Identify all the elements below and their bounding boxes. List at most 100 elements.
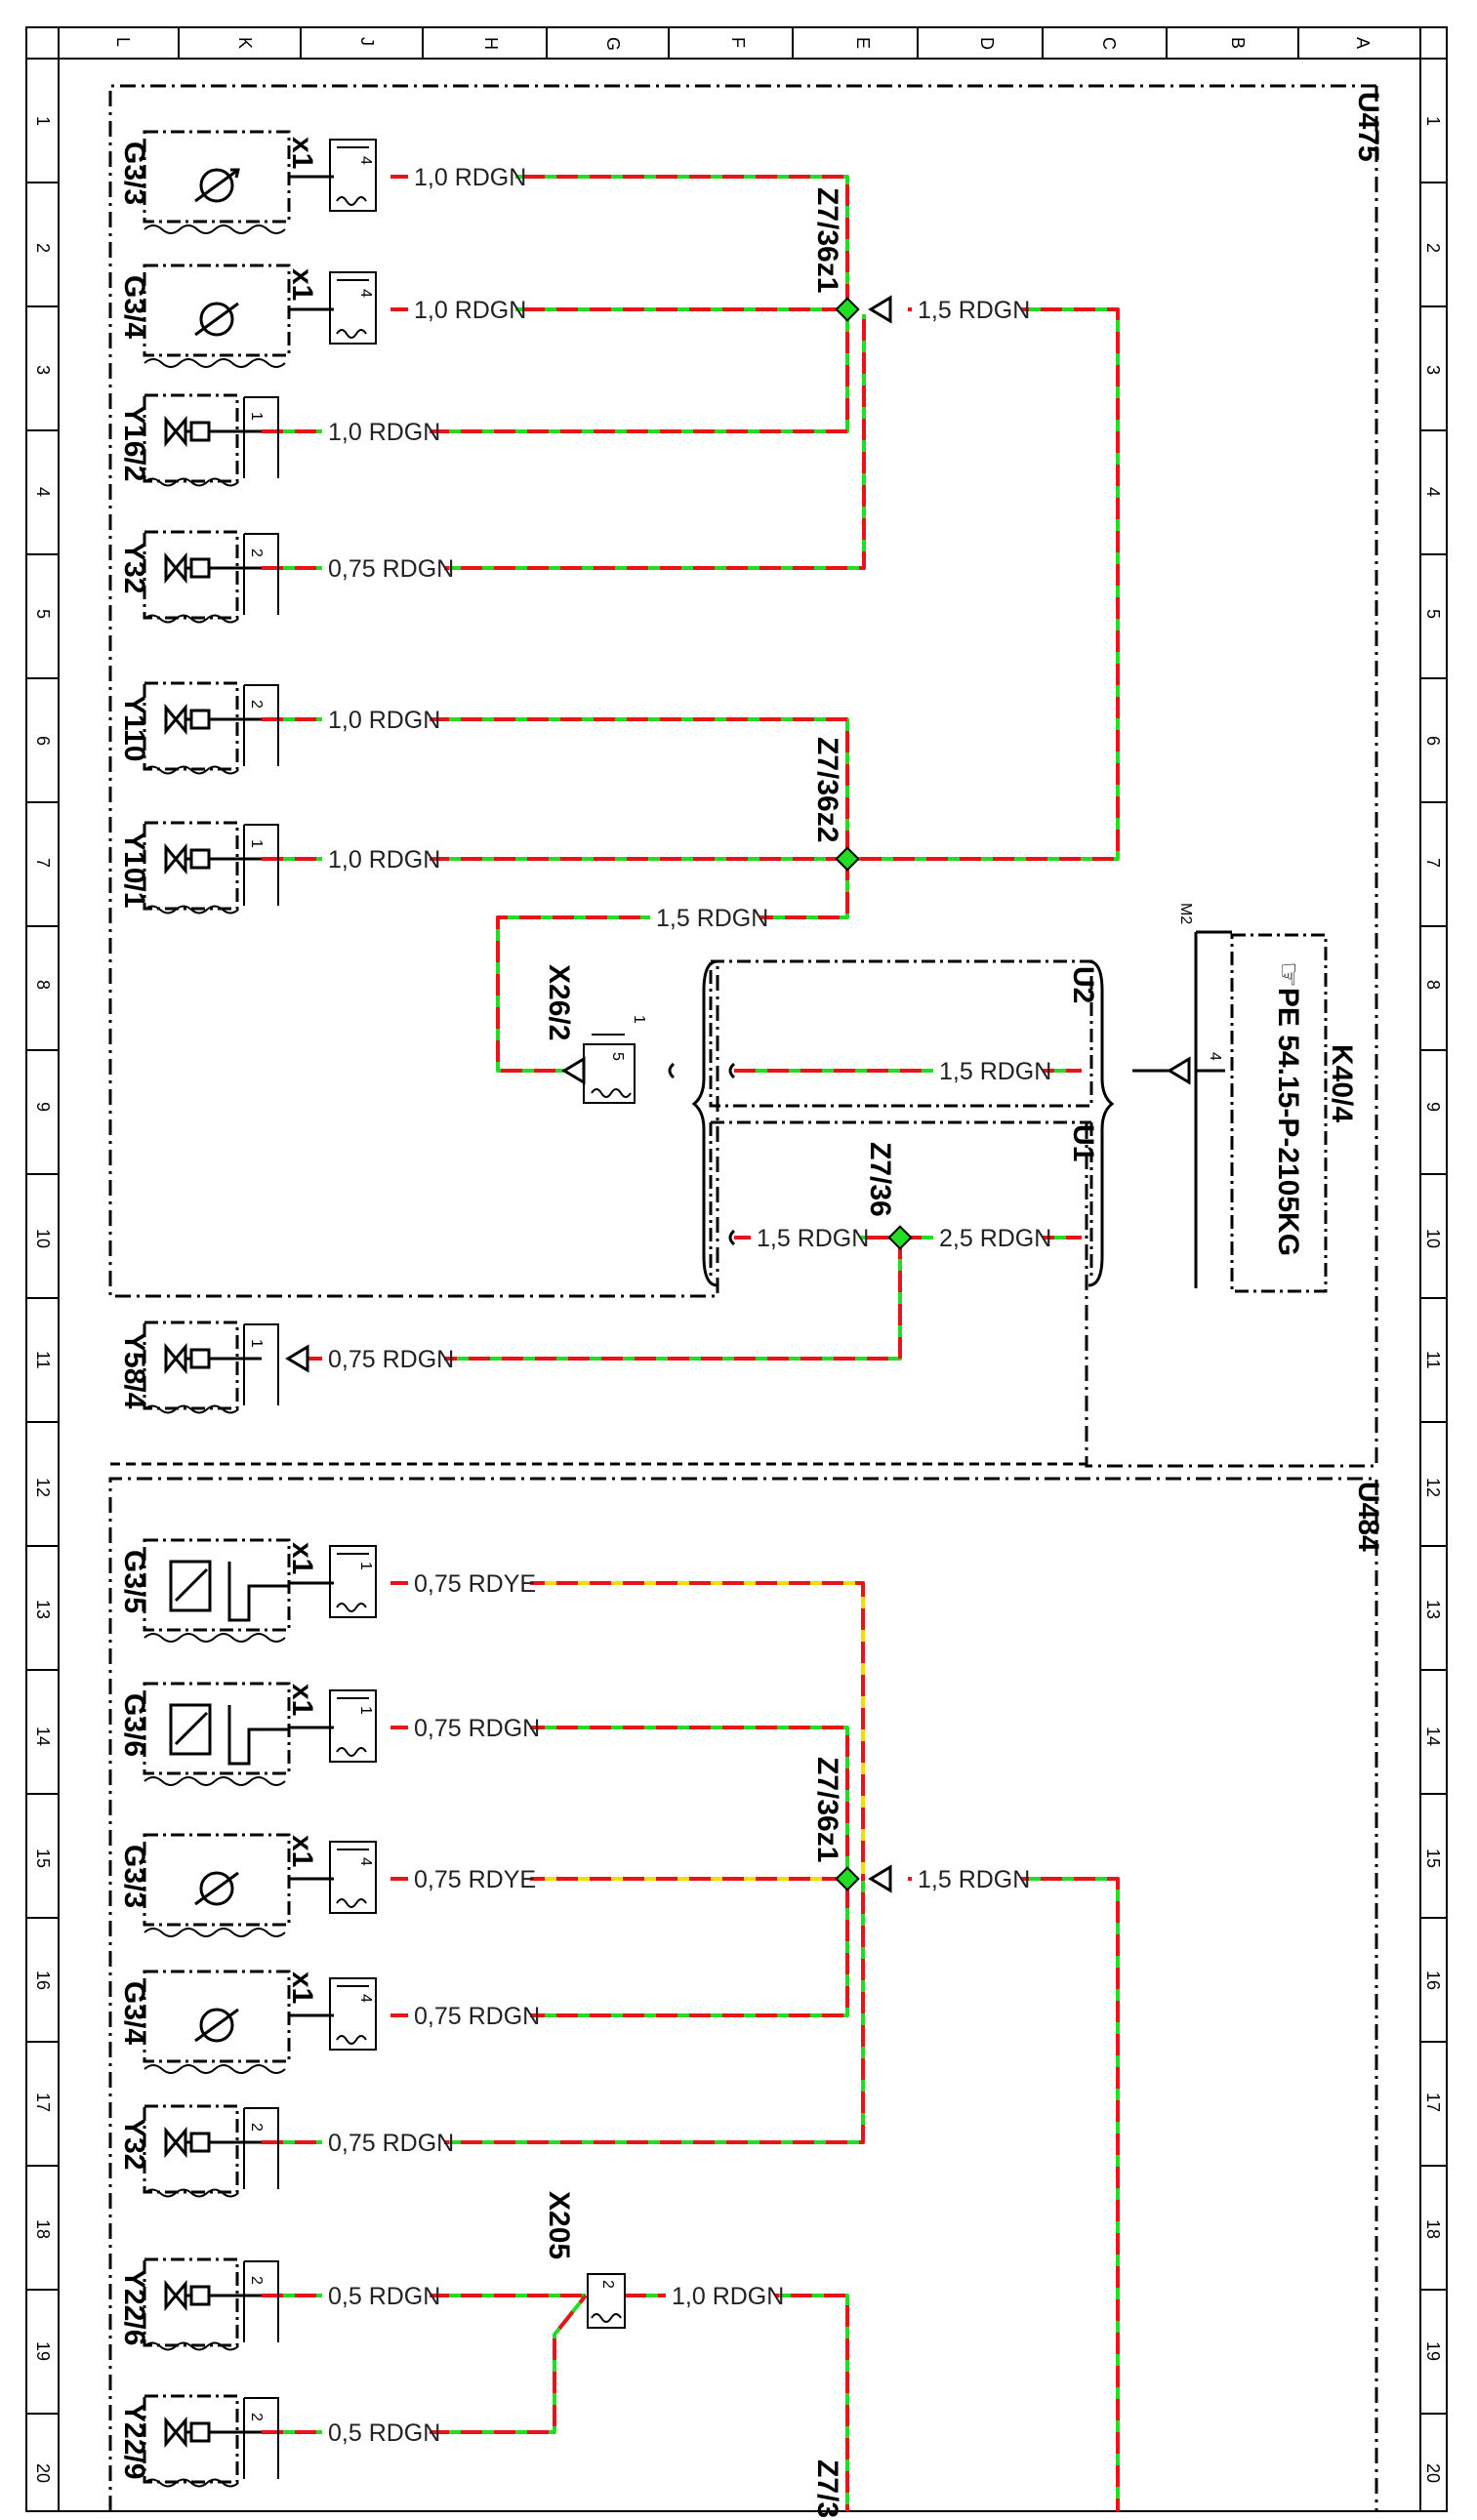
row-label-right: 7 [1423, 858, 1443, 868]
row-label-right: 10 [1423, 1229, 1443, 1248]
row-label-left: 10 [33, 1229, 53, 1248]
wire-label: 0,5 RDGN [328, 2419, 440, 2447]
wire-label: 0,75 RDGN [328, 1346, 454, 1373]
u-boxes [709, 933, 1328, 1293]
pin-number: 1 [357, 1562, 374, 1570]
row-label-right: 15 [1423, 1849, 1443, 1868]
component-label: Y58/4 [118, 1332, 150, 1409]
connector-housings [329, 139, 377, 2051]
wire-label: 1,5 RDGN [918, 1866, 1030, 1893]
column-label: L [113, 37, 133, 47]
column-label: F [728, 37, 748, 48]
row-label-left: 6 [33, 736, 53, 746]
sensor-g33-bottom [143, 1833, 291, 1937]
connector-x1-label: x1 [286, 1542, 318, 1574]
row-label-right: 2 [1423, 243, 1443, 253]
wire-label: 1,0 RDGN [672, 2283, 784, 2310]
u-braces [668, 959, 1115, 1287]
row-label-right: 19 [1423, 2341, 1443, 2361]
column-label: A [1353, 37, 1373, 49]
pin-number: 4 [1207, 1052, 1223, 1061]
row-label-right: 6 [1423, 736, 1443, 746]
sensor-g34-bottom [143, 1970, 291, 2074]
wire-label: 2,5 RDGN [939, 1225, 1051, 1252]
component-label: Y32 [118, 542, 150, 593]
drawing-frame [25, 26, 1448, 2512]
row-label-left: 14 [33, 1727, 53, 1746]
row-label-left: 18 [33, 2219, 53, 2239]
component-label: K40/4 [1326, 1044, 1358, 1122]
connector-label: X26/2 [543, 964, 575, 1040]
wire-label: 1,5 RDGN [656, 905, 768, 932]
pin-number: 2 [248, 2123, 265, 2132]
column-label: D [977, 37, 997, 50]
wire-label: 0,75 RDGN [414, 2003, 540, 2030]
splice-label: Z7/3 [811, 2459, 843, 2518]
sensor-g34-top [143, 264, 291, 368]
row-label-left: 1 [33, 116, 53, 126]
pin-label: M2 [1177, 903, 1194, 924]
wire-label: 0,75 RDYE [414, 1866, 536, 1893]
splice-points [835, 297, 913, 1891]
wire-label: 0,75 RDGN [328, 555, 454, 583]
row-label-right: 12 [1423, 1478, 1443, 1497]
pin-number: 1 [248, 839, 265, 848]
section-label: U1 [1067, 1124, 1099, 1161]
splice-label: Z7/36z2 [811, 737, 843, 842]
component-label: G3/4 [118, 1981, 150, 2045]
row-label-left: 8 [33, 980, 53, 990]
wire-label: 0,5 RDGN [328, 2283, 440, 2310]
wire-label: 1,5 RDGN [939, 1058, 1051, 1085]
section-u484-border [108, 1462, 1378, 2511]
wire-label: 1,0 RDGN [328, 707, 440, 734]
column-label: J [357, 37, 377, 46]
wire-label: 0,75 RDYE [414, 1570, 536, 1598]
row-label-left: 17 [33, 2093, 53, 2112]
row-label-left: 5 [33, 609, 53, 619]
component-label: Y16/2 [118, 405, 150, 481]
wire-label: 1,0 RDGN [328, 419, 440, 446]
column-label: H [481, 37, 501, 50]
component-label: Y32 [118, 2118, 150, 2170]
wire-label: 1,0 RDGN [414, 164, 526, 191]
row-label-right: 8 [1423, 980, 1443, 990]
section-u475-border [108, 84, 1378, 1468]
row-label-left: 16 [33, 1971, 53, 1990]
row-label-right: 14 [1423, 1727, 1443, 1746]
wire-label: 1,0 RDGN [414, 297, 526, 324]
pin-number: 2 [599, 2280, 616, 2289]
column-label: K [235, 37, 255, 49]
wire-label: 0,75 RDGN [414, 1715, 540, 1742]
splice-label: Z7/36 [864, 1142, 896, 1217]
pin-number: 4 [357, 1994, 374, 2003]
pin-number: 4 [357, 1857, 374, 1866]
plug-arrows [285, 295, 1191, 1893]
pin-number: 2 [248, 549, 265, 557]
pin-number: 4 [357, 289, 374, 298]
pin-number: 1 [357, 1706, 374, 1715]
row-label-right: 16 [1423, 1971, 1443, 1990]
component-label: Y110 [118, 695, 150, 761]
connector-x205 [587, 2273, 626, 2329]
row-label-left: 13 [33, 1600, 53, 1619]
pin-number: 2 [248, 700, 265, 709]
connector-x1-label: x1 [286, 137, 318, 169]
wire-label: 1,0 RDGN [328, 846, 440, 874]
row-label-left: 4 [33, 487, 53, 497]
wire-label: 0,75 RDGN [328, 2130, 454, 2157]
label-layer: G3/3G3/4Y16/2Y32Y110Y10/1Y58/4G3/5G3/6G3… [118, 137, 1358, 2518]
valve-group [143, 393, 279, 2488]
row-label-left: 12 [33, 1478, 53, 1497]
row-label-right: 9 [1423, 1102, 1443, 1112]
row-label-right: 4 [1423, 487, 1443, 497]
row-label-left: 3 [33, 365, 53, 375]
column-label: B [1228, 37, 1248, 49]
sensor-g33-top [143, 130, 291, 234]
pin-number: 4 [357, 156, 374, 165]
row-label-left: 7 [33, 858, 53, 868]
component-label: G3/4 [118, 275, 150, 339]
component-label: G3/3 [118, 1845, 150, 1908]
row-label-right: 13 [1423, 1600, 1443, 1619]
